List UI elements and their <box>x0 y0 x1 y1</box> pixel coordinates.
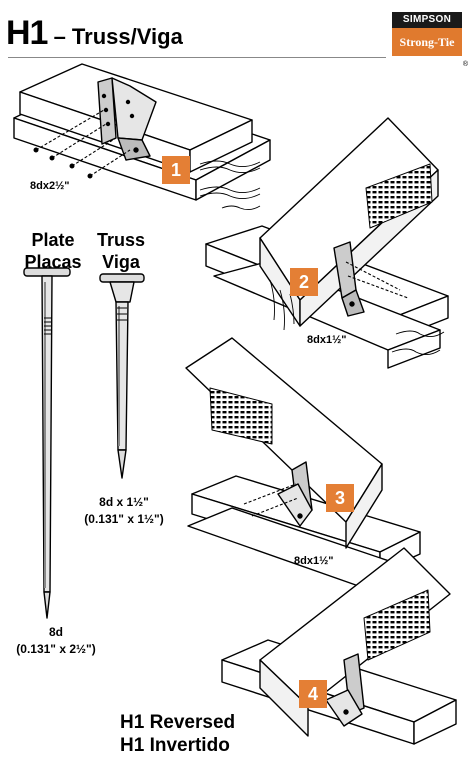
plate-nail-dims: (0.131" x 2½") <box>16 642 96 656</box>
logo-top: SIMPSON <box>392 12 462 28</box>
step2-nail-label: 8dx1½" <box>307 334 347 346</box>
step1-assembly <box>13 63 271 211</box>
product-code: H1 <box>6 14 48 52</box>
step3-nail-label: 8dx1½" <box>294 555 334 567</box>
plate-nail-size: 8d <box>48 625 63 639</box>
step3-assembly <box>185 337 421 607</box>
truss-plate-4 <box>363 589 431 661</box>
truss-plate-3 <box>209 387 273 445</box>
plate-heading-line1: Plate <box>31 230 75 250</box>
step1-nail-label: 8dx2½" <box>30 180 70 192</box>
product-name: – Truss/Viga <box>47 24 183 49</box>
plate-nail-drawing <box>23 267 71 619</box>
title-rule <box>8 57 386 58</box>
step-badge-4: 4 <box>299 680 327 708</box>
step-badge-2: 2 <box>290 268 318 296</box>
h1-connector-3 <box>277 461 313 527</box>
truss-heading-line1: Truss <box>96 230 146 250</box>
truss-plate-2 <box>365 163 433 229</box>
simpson-logo: SIMPSON Strong-Tie ® <box>392 12 468 68</box>
h1-connector-4 <box>325 653 365 727</box>
reversed-caption: H1 Reversed H1 Invertido <box>120 711 235 757</box>
h1-connector-1 <box>97 77 157 161</box>
logo-bottom: Strong-Tie <box>392 28 462 56</box>
plate-heading-line2: Placas <box>24 252 82 272</box>
reversed-line2: H1 Invertido <box>120 735 230 756</box>
plate-nail-spec: 8d (0.131" x 2½") <box>4 624 108 658</box>
registered-mark: ® <box>462 61 468 68</box>
truss-nail-drawing <box>99 273 145 479</box>
reversed-line1: H1 Reversed <box>120 712 236 733</box>
step-badge-3: 3 <box>326 484 354 512</box>
truss-nail-heading: Truss Viga <box>90 229 152 273</box>
step-badge-1: 1 <box>162 156 190 184</box>
plate-nail-heading: Plate Placas <box>18 229 88 273</box>
step2-assembly <box>205 117 449 369</box>
truss-nail-spec: 8d x 1½" (0.131" x 1½") <box>72 494 176 528</box>
truss-heading-line2: Viga <box>102 252 140 272</box>
h1-connector-2 <box>333 241 365 317</box>
page-title: H1 – Truss/Viga <box>6 14 183 53</box>
truss-nail-size: 8d x 1½" <box>99 495 149 509</box>
truss-nail-dims: (0.131" x 1½") <box>84 512 164 526</box>
